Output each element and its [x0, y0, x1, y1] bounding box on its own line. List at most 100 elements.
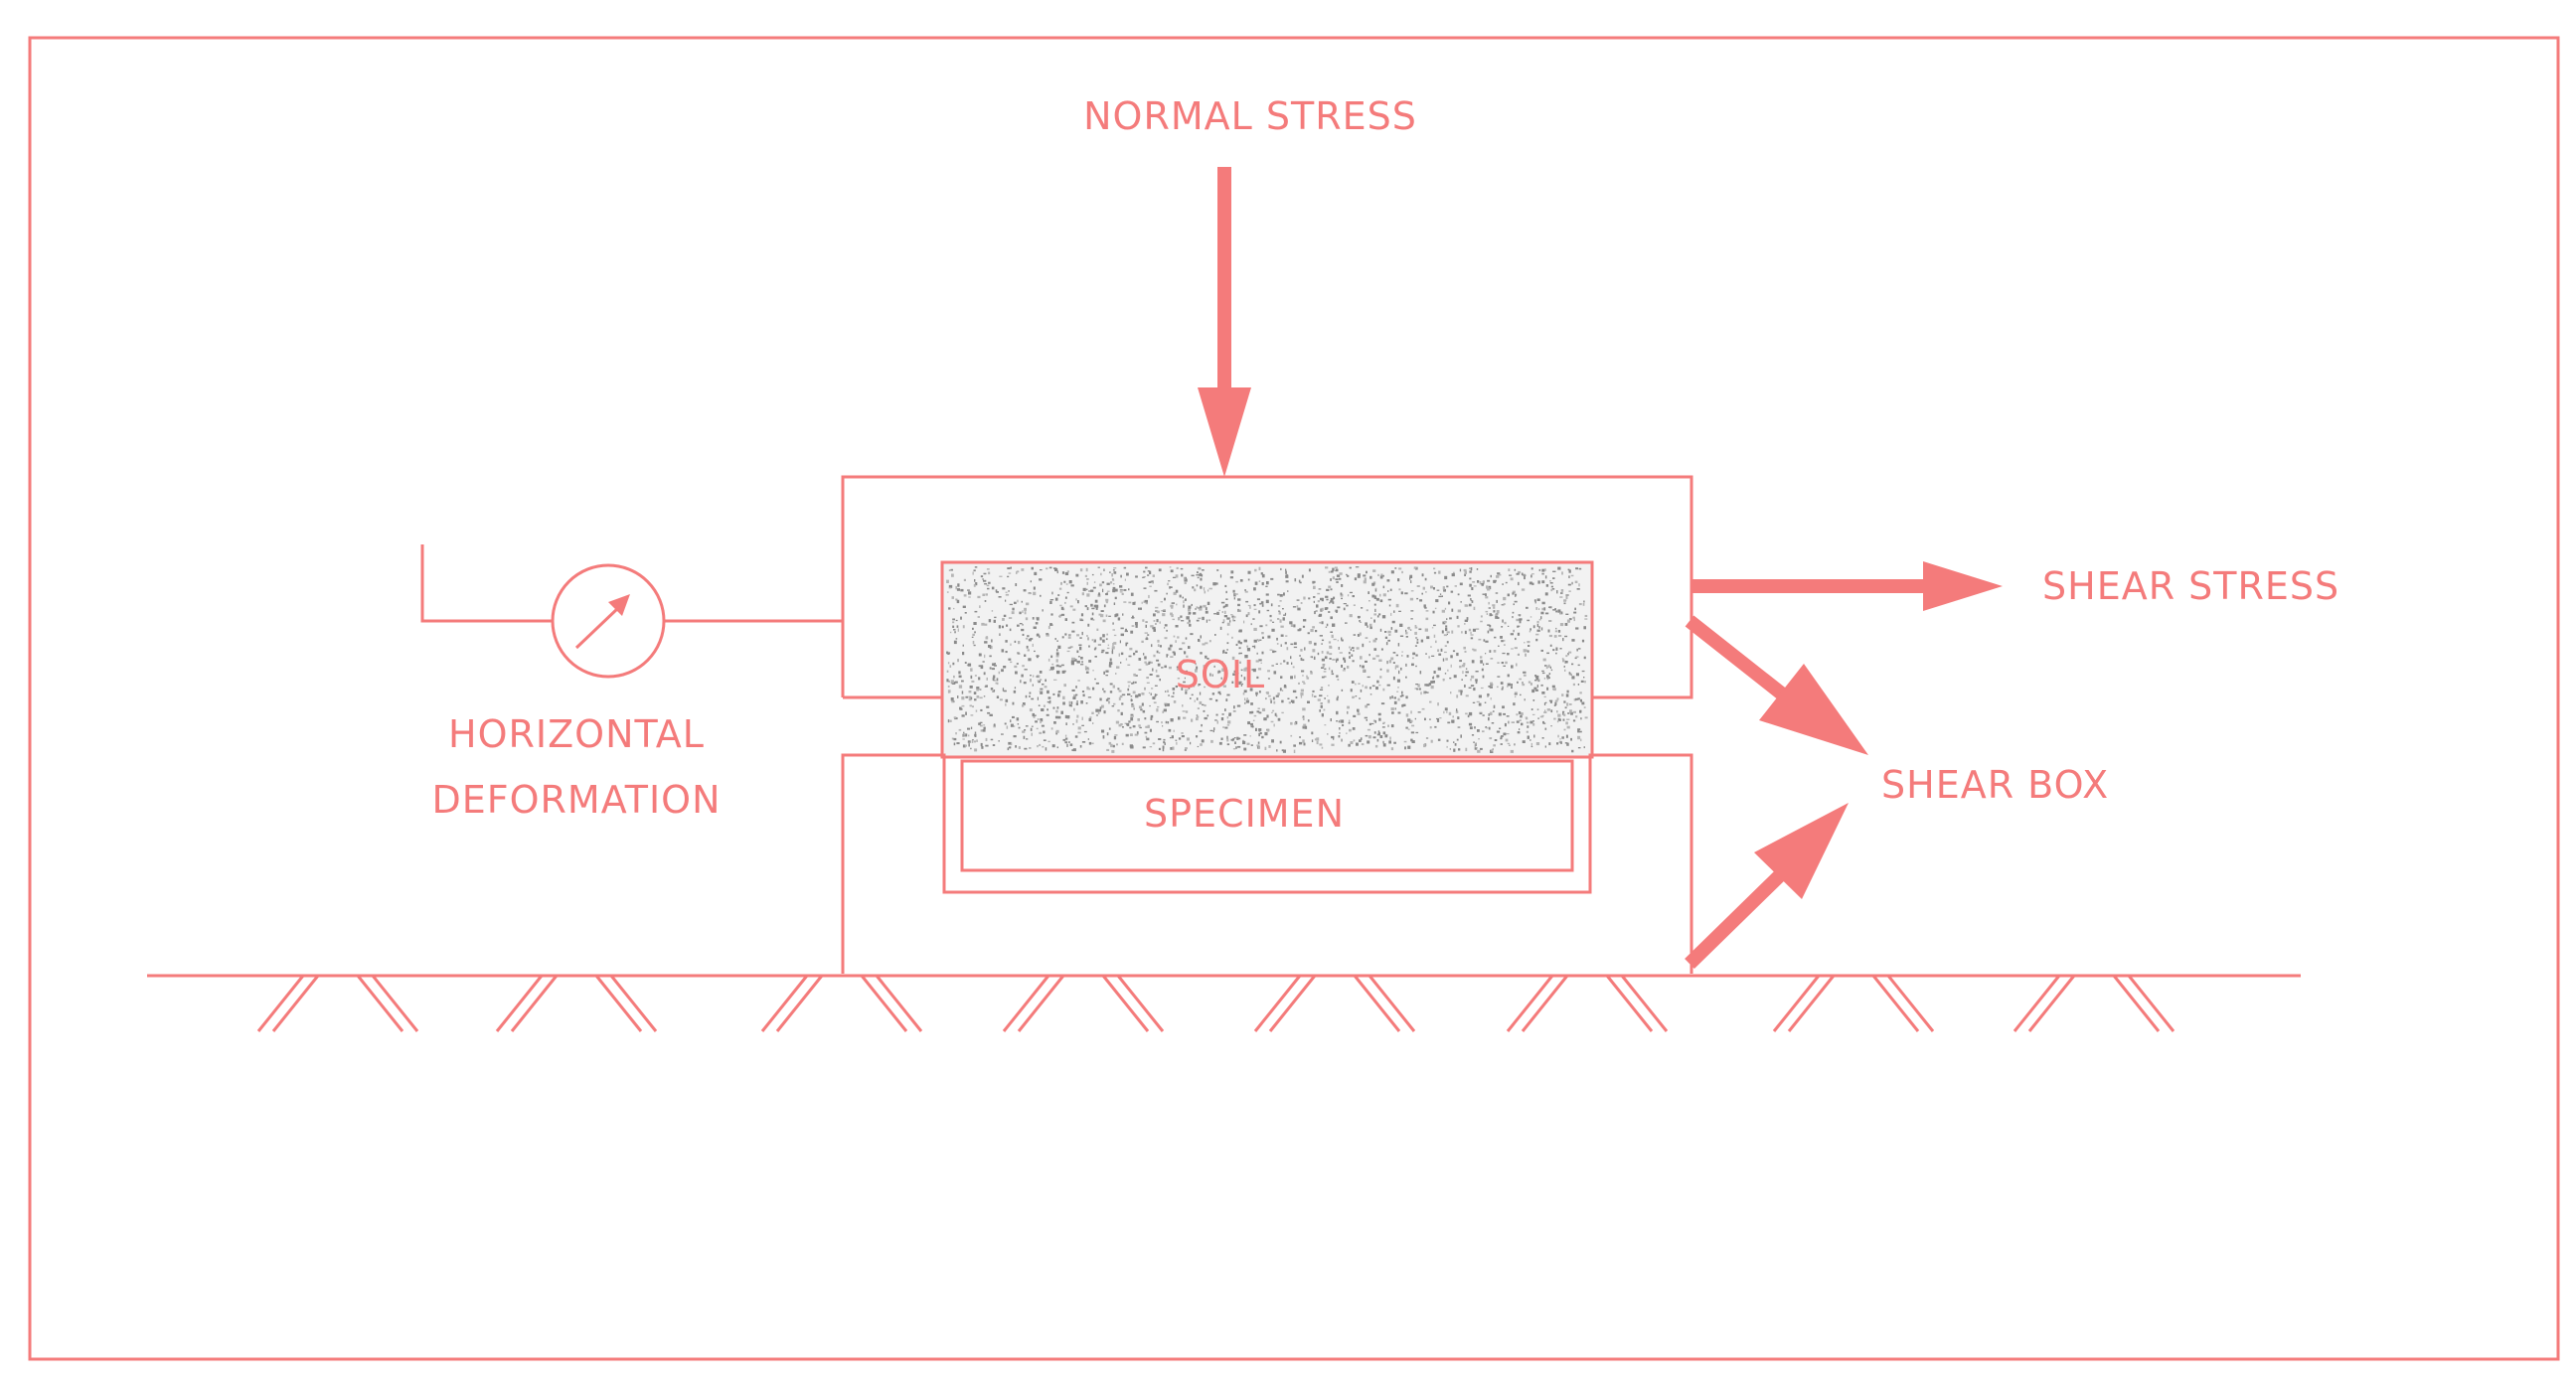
soil-speck: [1008, 617, 1013, 619]
soil-speck: [1196, 717, 1199, 721]
soil-speck: [1148, 661, 1152, 664]
soil-speck: [1341, 639, 1344, 642]
soil-speck: [1106, 732, 1109, 736]
soil-speck: [1169, 644, 1173, 648]
soil-speck: [1559, 612, 1562, 614]
soil-speck: [1164, 627, 1166, 629]
soil-speck: [1366, 719, 1368, 721]
soil-speck: [1505, 738, 1509, 742]
soil-speck: [1007, 747, 1010, 751]
soil-speck: [1247, 721, 1250, 725]
soil-speck: [947, 662, 950, 665]
soil-speck: [1143, 653, 1145, 656]
soil-speck: [1327, 694, 1329, 696]
soil-speck: [1489, 686, 1493, 689]
soil-texture: [946, 566, 1588, 753]
soil-speck: [1095, 607, 1098, 610]
soil-speck: [952, 621, 955, 624]
soil-speck: [1541, 568, 1545, 572]
soil-speck: [1027, 649, 1030, 652]
soil-speck: [1002, 618, 1005, 621]
ground-hatch-line: [271, 975, 320, 1032]
soil-speck: [1362, 665, 1365, 669]
soil-speck: [1224, 652, 1227, 654]
soil-speck: [1578, 730, 1582, 733]
soil-speck: [1167, 721, 1170, 724]
soil-speck: [1575, 567, 1578, 570]
soil-speck: [1467, 714, 1470, 718]
soil-speck: [1258, 691, 1261, 693]
soil-speck: [1082, 693, 1085, 697]
soil-speck: [1075, 686, 1077, 689]
soil-speck: [1255, 727, 1257, 731]
soil-speck: [1530, 745, 1533, 748]
ground-hatch-line: [1521, 975, 1569, 1032]
ground-hatching: [256, 975, 2175, 1032]
soil-speck: [1532, 625, 1535, 629]
soil-speck: [1313, 596, 1316, 598]
soil-speck: [1568, 618, 1572, 621]
soil-speck: [1493, 606, 1496, 609]
soil-speck: [1027, 635, 1030, 638]
soil-speck: [1538, 608, 1540, 610]
soil-speck: [1079, 637, 1082, 639]
soil-speck: [1519, 719, 1522, 721]
soil-speck: [1010, 723, 1014, 727]
soil-speck: [1351, 654, 1354, 657]
soil-speck: [1561, 571, 1563, 575]
soil-speck: [1165, 720, 1168, 724]
soil-speck: [1438, 595, 1442, 598]
soil-speck: [1567, 568, 1570, 571]
soil-speck: [980, 575, 984, 578]
soil-speck: [985, 744, 989, 747]
soil-speck: [1161, 721, 1163, 724]
soil-speck: [1105, 598, 1109, 602]
soil-speck: [1485, 593, 1487, 596]
soil-speck: [1071, 621, 1075, 624]
soil-speck: [1061, 571, 1065, 574]
soil-speck: [989, 667, 992, 670]
soil-speck: [1537, 717, 1539, 719]
soil-speck: [1584, 716, 1588, 719]
soil-speck: [1279, 740, 1282, 744]
soil-speck: [1321, 597, 1324, 602]
soil-speck: [1379, 593, 1381, 597]
soil-speck: [1131, 617, 1135, 619]
soil-speck: [1296, 599, 1300, 601]
soil-speck: [1302, 739, 1305, 743]
soil-speck: [1028, 658, 1032, 662]
soil-speck: [1521, 572, 1524, 576]
soil-speck: [1094, 639, 1096, 643]
soil-speck: [1126, 722, 1129, 726]
soil-speck: [1344, 659, 1347, 663]
soil-speck: [1468, 628, 1472, 632]
soil-speck: [1535, 633, 1539, 636]
soil-speck: [1162, 748, 1165, 752]
soil-speck: [1328, 685, 1330, 687]
soil-speck: [949, 631, 952, 634]
soil-speck: [1507, 625, 1510, 627]
soil-speck: [1386, 669, 1389, 673]
soil-speck: [1428, 656, 1430, 659]
soil-speck: [1039, 671, 1043, 674]
soil-speck: [1146, 682, 1150, 684]
soil-speck: [1318, 588, 1322, 590]
soil-speck: [1042, 684, 1045, 686]
soil-speck: [1502, 619, 1504, 623]
soil-speck: [1130, 717, 1134, 721]
soil-speck: [1460, 690, 1463, 693]
soil-speck: [1239, 642, 1242, 645]
soil-speck: [968, 743, 970, 747]
soil-speck: [1541, 580, 1545, 584]
soil-speck: [1330, 578, 1332, 581]
soil-speck: [1536, 679, 1540, 682]
soil-speck: [1511, 687, 1513, 689]
soil-speck: [1379, 668, 1382, 671]
soil-speck: [1198, 684, 1202, 686]
soil-speck: [1315, 630, 1318, 633]
soil-speck: [949, 719, 952, 722]
soil-speck: [1511, 648, 1514, 650]
soil-speck: [1492, 710, 1495, 712]
soil-speck: [1480, 615, 1483, 618]
soil-speck: [1300, 657, 1303, 661]
